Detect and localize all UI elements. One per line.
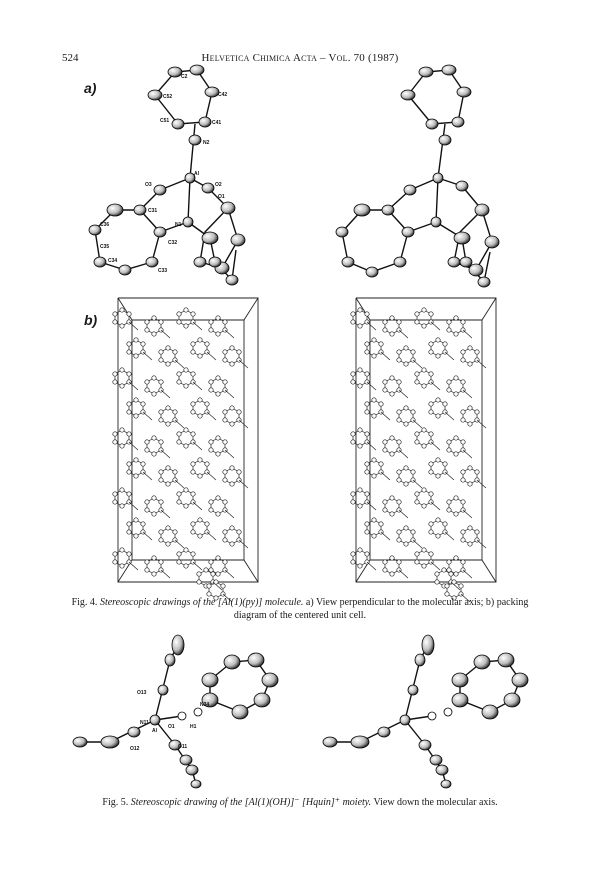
atom-label-O11: O11 bbox=[178, 744, 187, 750]
atom-label-O12: O12 bbox=[130, 746, 140, 752]
atom-labels-left: C2 C52 C42 C51 C41 N2 Al O3 O2 O1 C31 N1… bbox=[100, 74, 227, 274]
fig5-right-atoms bbox=[322, 634, 529, 789]
fig5-atom-labels: O13 N34 N11 H1 O1 Al O12 O11 bbox=[130, 690, 209, 752]
atom-label-C33: C33 bbox=[158, 268, 167, 274]
atom-label-C42: C42 bbox=[218, 92, 227, 98]
panel-a-label: a) bbox=[84, 80, 97, 96]
atom-label-H1: H1 bbox=[190, 724, 197, 730]
page-header: 524 Helvetica Chimica Acta – Vol. 70 (19… bbox=[62, 52, 538, 68]
packing-molecules-left bbox=[112, 307, 249, 603]
atom-label-C32: C32 bbox=[168, 240, 177, 246]
figure-4-caption-prefix: Fig. 4. bbox=[71, 597, 98, 608]
atom-label-N1: N1 bbox=[175, 222, 182, 228]
packing-molecules-right bbox=[350, 307, 487, 603]
figure-5-caption-prefix: Fig. 5. bbox=[102, 797, 129, 808]
figure-4-caption-title: Stereoscopic drawings of the [Al(1)(py)]… bbox=[99, 597, 304, 608]
atom-label-N2: N2 bbox=[203, 140, 210, 146]
figure-5-caption-text: View down the molecular axis. bbox=[373, 797, 498, 808]
figure-5-caption: Fig. 5. Stereoscopic drawing of the [Al(… bbox=[62, 796, 538, 809]
fig5-left-atoms bbox=[72, 634, 279, 789]
figure-4-caption: Fig. 4. Stereoscopic drawings of the [Al… bbox=[62, 596, 538, 622]
atoms-right bbox=[335, 64, 500, 288]
atom-label-Al: Al bbox=[194, 171, 200, 177]
atom-label-O1: O1 bbox=[168, 724, 175, 730]
atom-label-C41: C41 bbox=[212, 120, 221, 126]
figure-5-caption-title: Stereoscopic drawing of the [Al(1)(OH)]⁻… bbox=[130, 797, 372, 808]
atom-label-C52: C52 bbox=[163, 94, 172, 100]
atom-label-C36: C36 bbox=[100, 222, 109, 228]
page-number: 524 bbox=[62, 52, 79, 64]
atom-label-C2: C2 bbox=[181, 74, 188, 80]
atom-label-C51: C51 bbox=[160, 118, 169, 124]
atoms-left bbox=[88, 64, 246, 286]
atom-label-C34: C34 bbox=[108, 258, 117, 264]
atom-label-C35: C35 bbox=[100, 244, 109, 250]
panel-b-label: b) bbox=[84, 312, 98, 328]
atom-label-O2: O2 bbox=[215, 182, 222, 188]
atom-label-Al-fig5: Al bbox=[152, 728, 158, 734]
atom-label-N34: N34 bbox=[200, 702, 209, 708]
atom-label-N11: N11 bbox=[140, 720, 149, 726]
atom-label-C31: C31 bbox=[148, 208, 157, 214]
atom-label-O13: O13 bbox=[137, 690, 147, 696]
running-title: Helvetica Chimica Acta – Vol. 70 (1987) bbox=[201, 52, 399, 64]
atom-label-O1: O1 bbox=[218, 194, 225, 200]
atom-label-O3: O3 bbox=[145, 182, 152, 188]
figure-4-caption-text: a) View perpendicular to the molecular a… bbox=[233, 597, 529, 621]
